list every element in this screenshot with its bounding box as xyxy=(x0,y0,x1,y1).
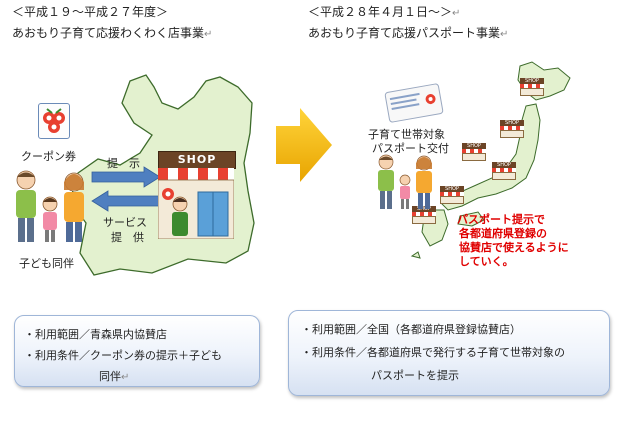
map-shop-sign: SHOP xyxy=(500,120,524,126)
left-period-heading: ＜平成１９～平成２７年度＞ xyxy=(12,5,169,19)
map-shop-sign: SHOP xyxy=(440,186,464,192)
passport-label-line2: パスポート交付 xyxy=(372,142,449,155)
family-icon xyxy=(16,170,84,242)
right-period-heading: ＜平成２８年４月１日～＞↵ xyxy=(308,4,460,22)
map-shop-sign: SHOP xyxy=(520,78,544,84)
left-info-line2: ・利用条件／クーポン券の提示＋子ども xyxy=(24,349,222,362)
left-info-box: ・利用範囲／青森県内協賛店 ・利用条件／クーポン券の提示＋子ども 同伴↵ xyxy=(14,315,260,387)
return-mark-icon: ↵ xyxy=(121,372,130,383)
right-title: あおもり子育て応援パスポート事業↵ xyxy=(308,25,508,43)
shop-sign: SHOP xyxy=(158,151,236,169)
map-shop-sign: SHOP xyxy=(462,143,486,149)
return-mark-icon: ↵ xyxy=(204,29,213,40)
map-shop-sign: SHOP xyxy=(492,162,516,168)
transition-arrow-icon xyxy=(276,108,332,182)
service-label-line1: サービス xyxy=(103,216,147,229)
coupon-icon xyxy=(38,103,70,139)
red-note-line4: していく。 xyxy=(459,255,514,268)
right-info-line3: パスポートを提示 xyxy=(371,369,459,382)
left-title-text: あおもり子育て応援わくわく店事業 xyxy=(12,26,205,40)
map-shop-icon: SHOP xyxy=(462,143,486,161)
red-note-line3: 協賛店で使えるように xyxy=(459,241,569,254)
shop-illustration: SHOP xyxy=(158,151,236,239)
map-shop-icon: SHOP xyxy=(492,162,516,180)
right-period-text: ＜平成２８年４月１日～＞ xyxy=(308,5,453,19)
red-note-line2: 各都道府県登録の xyxy=(459,227,547,240)
return-mark-icon: ↵ xyxy=(452,8,461,19)
passport-label-line1: 子育て世帯対象 xyxy=(368,128,445,141)
right-info-line2: ・利用条件／各都道府県で発行する子育て世帯対象の xyxy=(301,346,565,359)
right-title-text: あおもり子育て応援パスポート事業 xyxy=(308,26,501,40)
right-info-line1: ・利用範囲／全国（各都道府県登録協賛店） xyxy=(301,323,521,336)
left-info-line3: 同伴↵ xyxy=(99,368,129,384)
left-info-line1: ・利用範囲／青森県内協賛店 xyxy=(24,328,167,341)
passport-card-icon xyxy=(384,83,444,123)
map-shop-sign: SHOP xyxy=(412,206,436,212)
map-shop-icon: SHOP xyxy=(440,186,464,204)
family-label: 子ども同伴 xyxy=(19,257,74,270)
family-icon xyxy=(378,154,432,209)
coupon-label: クーポン券 xyxy=(21,150,76,163)
map-shop-icon: SHOP xyxy=(500,120,524,138)
left-info-line3-text: 同伴 xyxy=(99,370,121,383)
red-note-line1: パスポート提示で xyxy=(457,213,545,226)
map-shop-icon: SHOP xyxy=(412,206,436,224)
service-label-line2: 提 供 xyxy=(111,231,144,244)
return-mark-icon: ↵ xyxy=(500,29,509,40)
left-title: あおもり子育て応援わくわく店事業↵ xyxy=(12,25,212,43)
exchange-arrows-icon xyxy=(91,166,161,212)
offer-label: 提 示 xyxy=(107,157,140,170)
map-shop-icon: SHOP xyxy=(520,78,544,96)
red-note: パスポート提示で 各都道府県登録の 協賛店で使えるように していく。 xyxy=(457,213,569,269)
right-info-box: ・利用範囲／全国（各都道府県登録協賛店） ・利用条件／各都道府県で発行する子育て… xyxy=(288,310,610,396)
